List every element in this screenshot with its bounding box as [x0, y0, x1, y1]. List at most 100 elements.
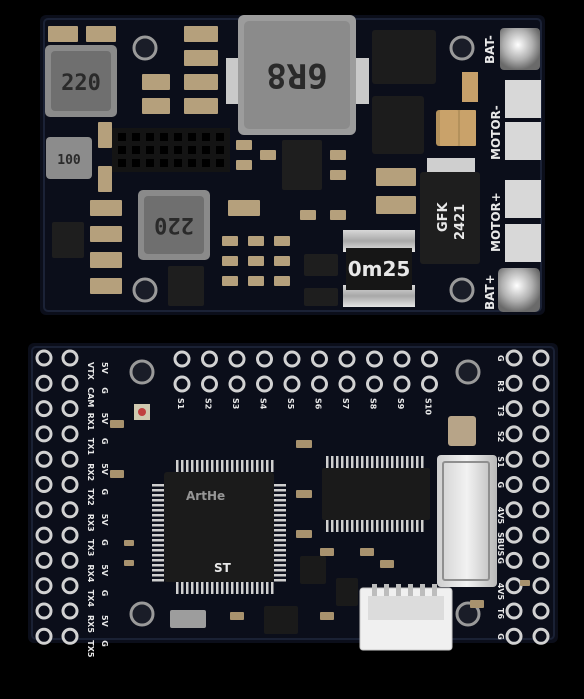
header-pin [202, 159, 210, 167]
passive-components [48, 26, 476, 294]
smd-component [248, 256, 264, 266]
ic-pin [406, 520, 409, 532]
mcu-pin [152, 549, 164, 552]
solder-hole [35, 374, 53, 392]
mcu-pin [152, 519, 164, 522]
gyro-ics [264, 456, 430, 634]
header-pin [174, 133, 182, 141]
fc-right-label: 4V5 [496, 507, 505, 525]
ic-pin [376, 456, 379, 468]
smd-component [184, 50, 218, 66]
header-pin [146, 159, 154, 167]
smd-component [320, 612, 334, 620]
fc-top-label: S9 [396, 398, 405, 410]
solder-hole [366, 375, 383, 393]
solder-hole [505, 400, 523, 418]
smd-component [110, 470, 124, 478]
smd-component [300, 210, 316, 220]
mcu-pin [236, 582, 239, 594]
mcu-pin [274, 539, 286, 542]
fc-right-label: S1 [496, 456, 505, 468]
solder-hole [61, 400, 79, 418]
mcu-pin [274, 559, 286, 562]
ic-pin [371, 520, 374, 532]
mcu-pin [271, 460, 274, 472]
ic-pin [326, 456, 329, 468]
status-led [134, 404, 150, 420]
mcu-pin [226, 460, 229, 472]
mcu-pin [152, 484, 164, 487]
smd-component [296, 490, 312, 498]
jst-pin [372, 584, 377, 596]
header-pin [216, 159, 224, 167]
smd-component [330, 210, 346, 220]
mcu-pin [186, 460, 189, 472]
mcu-pin [266, 582, 269, 594]
mcu-pin [221, 582, 224, 594]
mcu-pin [266, 460, 269, 472]
smd-component [90, 226, 122, 242]
ic-pin [346, 520, 349, 532]
mcu-pin [274, 514, 286, 517]
solder-hole [228, 350, 246, 368]
ic-pin [391, 456, 394, 468]
fc-right-label: T6 [496, 608, 505, 619]
mcu-pin [274, 564, 286, 567]
smd-component [330, 170, 346, 180]
fc-right-label: G [496, 482, 505, 489]
mcu-pin [176, 582, 179, 594]
pdb-pads [498, 28, 541, 312]
header-pin [146, 146, 154, 154]
mcu-pin [261, 582, 264, 594]
inductor-220-top: 220 [45, 45, 117, 117]
mcu-pin [152, 514, 164, 517]
svg-text:2421: 2421 [453, 204, 468, 240]
ic-pin [336, 456, 339, 468]
smd-component [90, 278, 122, 294]
smd-component [48, 26, 78, 42]
mcu-pin [191, 460, 194, 472]
shunt-resistor: 0m25 [343, 230, 415, 307]
header-pin [160, 159, 168, 167]
mcu-pin [201, 460, 204, 472]
mcu-pin [181, 460, 184, 472]
mcu-pin [256, 582, 259, 594]
jst-pin [396, 584, 401, 596]
header-pin [188, 146, 196, 154]
mcu-pin [271, 582, 274, 594]
smd-component [90, 200, 122, 216]
fc-left-label: TX2 [86, 489, 95, 506]
smd-component [222, 276, 238, 286]
fc-top-label: S7 [341, 398, 350, 409]
fc-top-label: S4 [259, 398, 268, 410]
solder-hole [35, 425, 53, 443]
fc-top-label: S6 [314, 398, 323, 410]
solder-hole [283, 350, 301, 368]
solder-hole [35, 627, 53, 645]
mosfets [52, 30, 436, 306]
ic-pin [406, 456, 409, 468]
smd-component [274, 236, 290, 246]
fc-left-label: RX5 [86, 615, 95, 633]
inductor-220-bottom: 220 [138, 190, 210, 260]
svg-text:BAT+: BAT+ [483, 274, 497, 310]
solder-hole [201, 375, 218, 393]
fc-left-label-2: G [100, 539, 109, 546]
ic-pin [366, 456, 369, 468]
smd-component [320, 548, 334, 556]
fc-top-label: S2 [204, 398, 213, 409]
smd-component [236, 140, 252, 150]
fc-left-label-2: G [100, 387, 109, 394]
fc-top-label: S1 [176, 398, 185, 410]
ic-pin [331, 520, 334, 532]
fc-right-label: S2 [496, 431, 505, 442]
jst-pin [408, 584, 413, 596]
solder-hole [61, 349, 79, 367]
smd-component [440, 110, 458, 146]
mcu-pin [274, 524, 286, 527]
solder-hole [35, 526, 53, 544]
header-pin [188, 159, 196, 167]
svg-text:100: 100 [57, 153, 81, 168]
mcu-pin [274, 579, 286, 582]
ic-pin [421, 520, 424, 532]
